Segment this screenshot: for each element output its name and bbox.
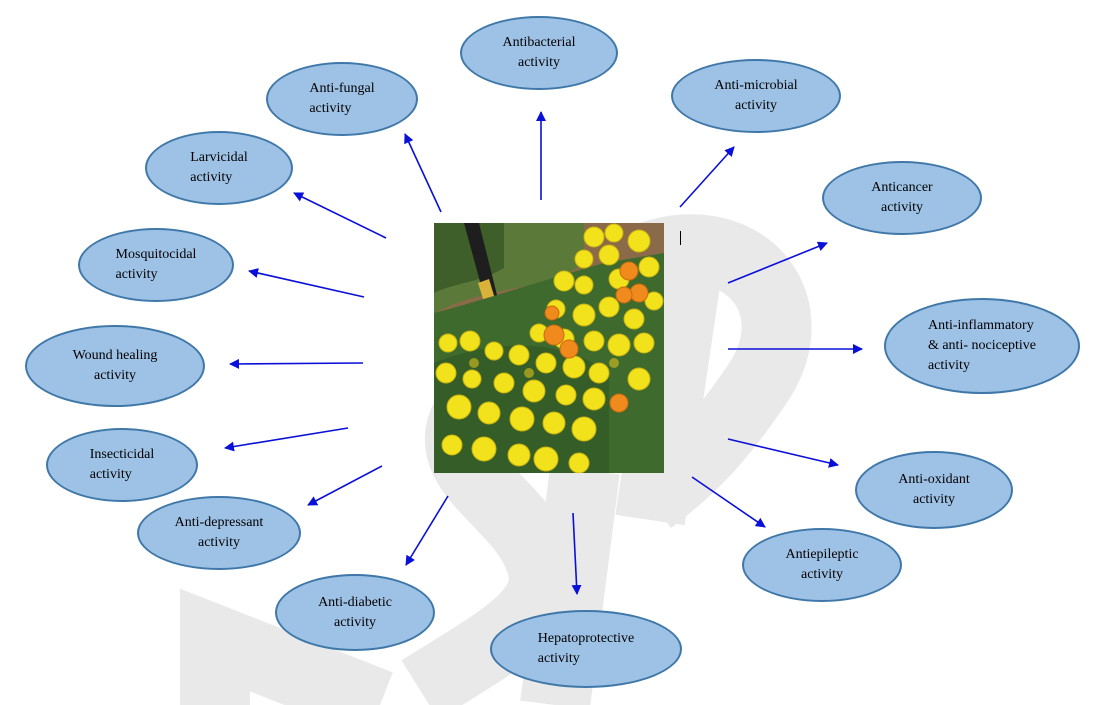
arrow-antidiabetic bbox=[405, 495, 449, 566]
node-wound-healing-label: Wound healing activity bbox=[72, 348, 158, 383]
arrow-insecticidal bbox=[224, 427, 349, 452]
marigold-illustration bbox=[434, 223, 664, 473]
arrow-antidepressant bbox=[307, 465, 383, 506]
node-anticancer-label: Anticancer activity bbox=[871, 180, 933, 215]
node-antimicrobial: Anti-microbial activity bbox=[671, 59, 841, 133]
node-antifungal-label: Anti-fungal activity bbox=[309, 81, 375, 116]
node-antiepileptic-label: Antiepileptic activity bbox=[785, 547, 859, 582]
node-anti-inflammatory-label: Anti-inflammatory & anti- nociceptive ac… bbox=[927, 318, 1037, 373]
node-antimicrobial-label: Anti-microbial activity bbox=[714, 78, 798, 113]
node-hepatoprotective: Hepatoprotective activity bbox=[490, 610, 682, 688]
node-antidepressant: Anti-depressant activity bbox=[137, 496, 301, 570]
arrow-hepatoprotective bbox=[571, 512, 582, 595]
node-anticancer: Anticancer activity bbox=[822, 161, 982, 235]
node-insecticidal: Insecticidal activity bbox=[46, 428, 198, 502]
node-antioxidant: Anti-oxidant activity bbox=[855, 451, 1013, 529]
arrow-antioxidant bbox=[727, 438, 839, 468]
node-antidiabetic: Anti-diabetic activity bbox=[275, 574, 435, 651]
arrow-antifungal bbox=[404, 133, 442, 213]
arrow-anticancer bbox=[727, 241, 828, 284]
node-larvicidal: Larvicidal activity bbox=[145, 131, 293, 205]
node-antiepileptic: Antiepileptic activity bbox=[742, 528, 902, 602]
node-antibacterial-label: Antibacterial activity bbox=[502, 35, 576, 70]
arrow-antimicrobial bbox=[679, 146, 735, 208]
node-antibacterial: Antibacterial activity bbox=[460, 16, 618, 90]
node-mosquitocidal: Mosquitocidal activity bbox=[78, 228, 234, 302]
arrow-mosquitocidal bbox=[248, 268, 365, 298]
arrow-larvicidal bbox=[293, 192, 387, 239]
node-antidiabetic-label: Anti-diabetic activity bbox=[318, 594, 392, 630]
node-antidepressant-label: Anti-depressant activity bbox=[174, 515, 264, 550]
node-larvicidal-label: Larvicidal activity bbox=[190, 150, 248, 185]
node-antioxidant-label: Anti-oxidant activity bbox=[898, 472, 970, 507]
arrow-antiepileptic bbox=[691, 476, 766, 528]
node-anti-inflammatory: Anti-inflammatory & anti- nociceptive ac… bbox=[884, 298, 1080, 394]
node-antifungal: Anti-fungal activity bbox=[266, 62, 418, 136]
node-wound-healing: Wound healing activity bbox=[25, 325, 205, 407]
node-insecticidal-label: Insecticidal activity bbox=[89, 447, 155, 482]
node-hepatoprotective-label: Hepatoprotective activity bbox=[537, 631, 635, 666]
text-cursor-mark bbox=[680, 231, 681, 245]
node-mosquitocidal-label: Mosquitocidal activity bbox=[115, 247, 197, 282]
marigold-photo bbox=[434, 223, 664, 473]
arrow-wound-healing bbox=[229, 358, 364, 369]
